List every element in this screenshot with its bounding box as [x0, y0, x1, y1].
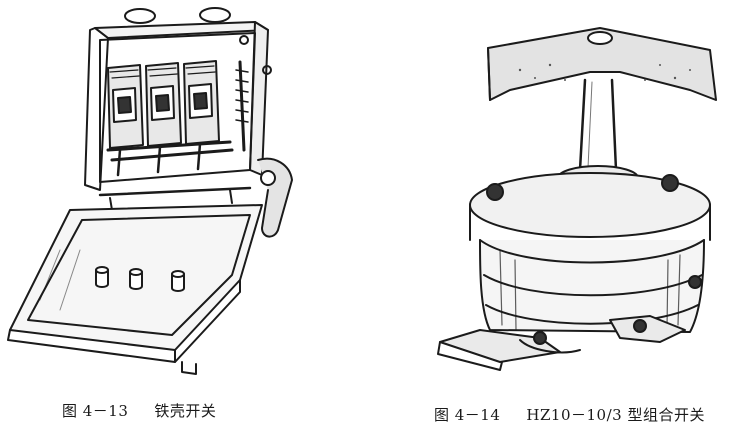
figure-label: 图 4－14 — [434, 406, 501, 424]
figure-title: 铁壳开关 — [154, 402, 217, 420]
combination-switch-illustration — [420, 20, 736, 380]
figure-label: 图 4－13 — [62, 402, 129, 420]
combination-switch-drawing — [437, 27, 717, 371]
iron-shell-switch-illustration — [0, 0, 330, 385]
figure-caption-4-13: 图 4－13 铁壳开关 — [62, 400, 216, 421]
iron-shell-switch-drawing — [7, 7, 293, 375]
figure-title: HZ10－10/3 型组合开关 — [526, 406, 705, 424]
figure-caption-4-14: 图 4－14 HZ10－10/3 型组合开关 — [434, 404, 705, 425]
